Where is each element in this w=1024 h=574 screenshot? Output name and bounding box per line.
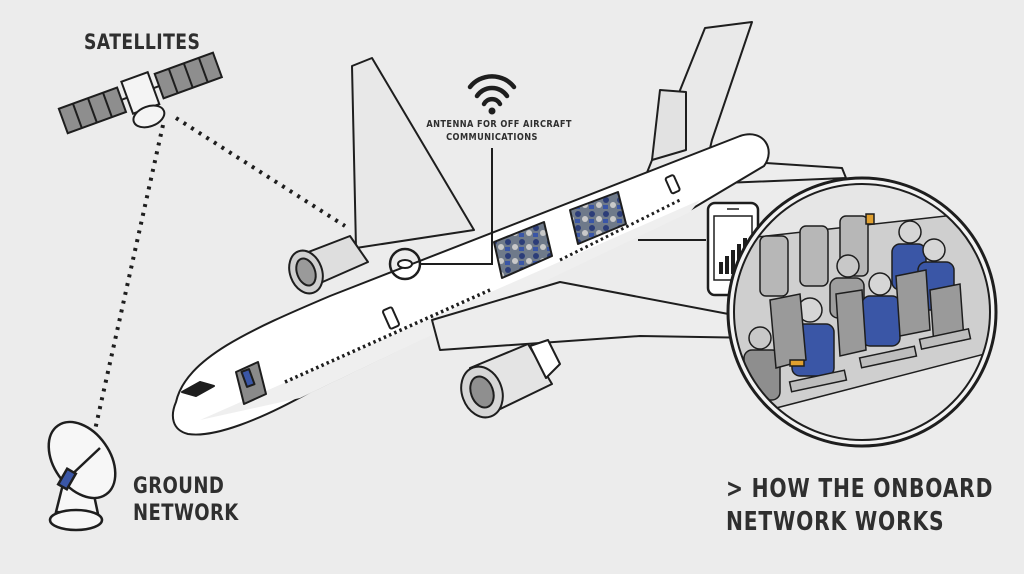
antenna-label: ANTENNA FOR OFF AIRCRAFT COMMUNICATIONS [426, 118, 572, 144]
how-label-line-1: > HOW THE ONBOARD [726, 474, 994, 504]
satellite-dish-icon [47, 420, 117, 532]
onboard-network-link[interactable]: > HOW THE ONBOARD NETWORK WORKS [726, 473, 993, 539]
antenna-label-line-2: COMMUNICATIONS [446, 132, 538, 143]
satellite-icon [57, 51, 224, 135]
signal-links [93, 116, 347, 431]
aircraft [171, 21, 847, 436]
antenna-label-line-1: ANTENNA FOR OFF AIRCRAFT [426, 119, 572, 130]
far-wing [351, 57, 475, 249]
far-engine [288, 235, 369, 295]
satellites-label-text: SATELLITES [84, 30, 201, 54]
satellite-to-plane-link [174, 116, 347, 228]
near-engine [460, 339, 561, 419]
cockpit-windows [181, 381, 215, 397]
ground-label-line-1: GROUND [133, 474, 225, 499]
cabin-cutaway [235, 191, 627, 405]
satellites-label: SATELLITES [84, 30, 200, 54]
satellite-to-ground-link [93, 124, 165, 431]
ground-network-label: GROUND NETWORK [133, 473, 239, 527]
callout-lines [420, 148, 706, 265]
cabin-interior-magnifier [726, 176, 998, 448]
ground-label-line-2: NETWORK [133, 501, 239, 526]
how-label-line-2: NETWORK WORKS [726, 507, 945, 537]
wifi-icon [467, 74, 517, 115]
